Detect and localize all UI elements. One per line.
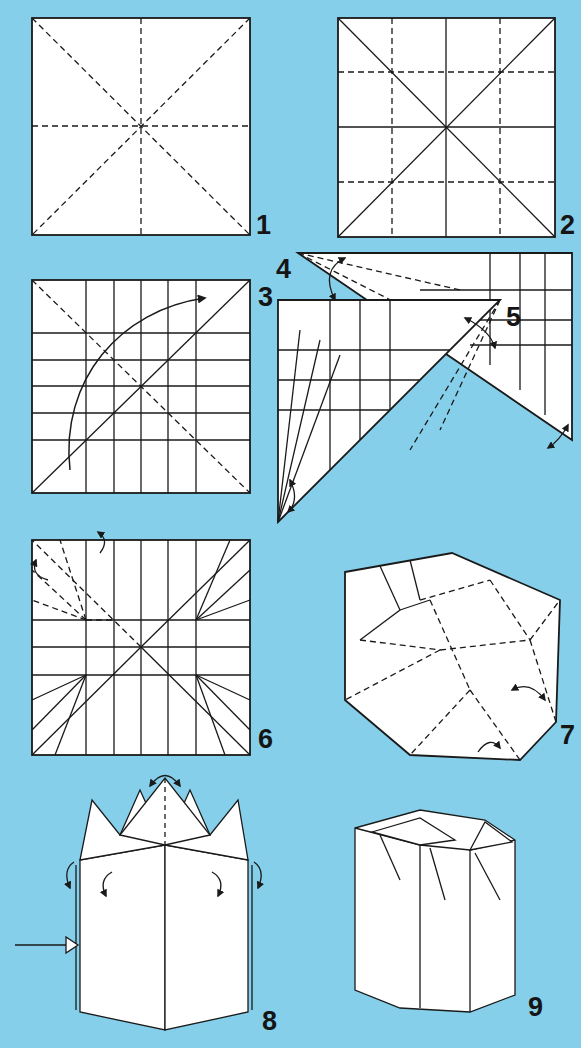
step-number: 4 [276, 256, 291, 283]
step-number: 2 [560, 212, 575, 239]
step-number: 8 [262, 1008, 277, 1035]
step-number: 5 [506, 304, 521, 331]
step-number: 3 [258, 284, 273, 311]
step-number: 9 [528, 994, 543, 1021]
step-number: 6 [258, 726, 273, 753]
step-number: 1 [256, 212, 271, 239]
step-number: 7 [560, 722, 575, 749]
